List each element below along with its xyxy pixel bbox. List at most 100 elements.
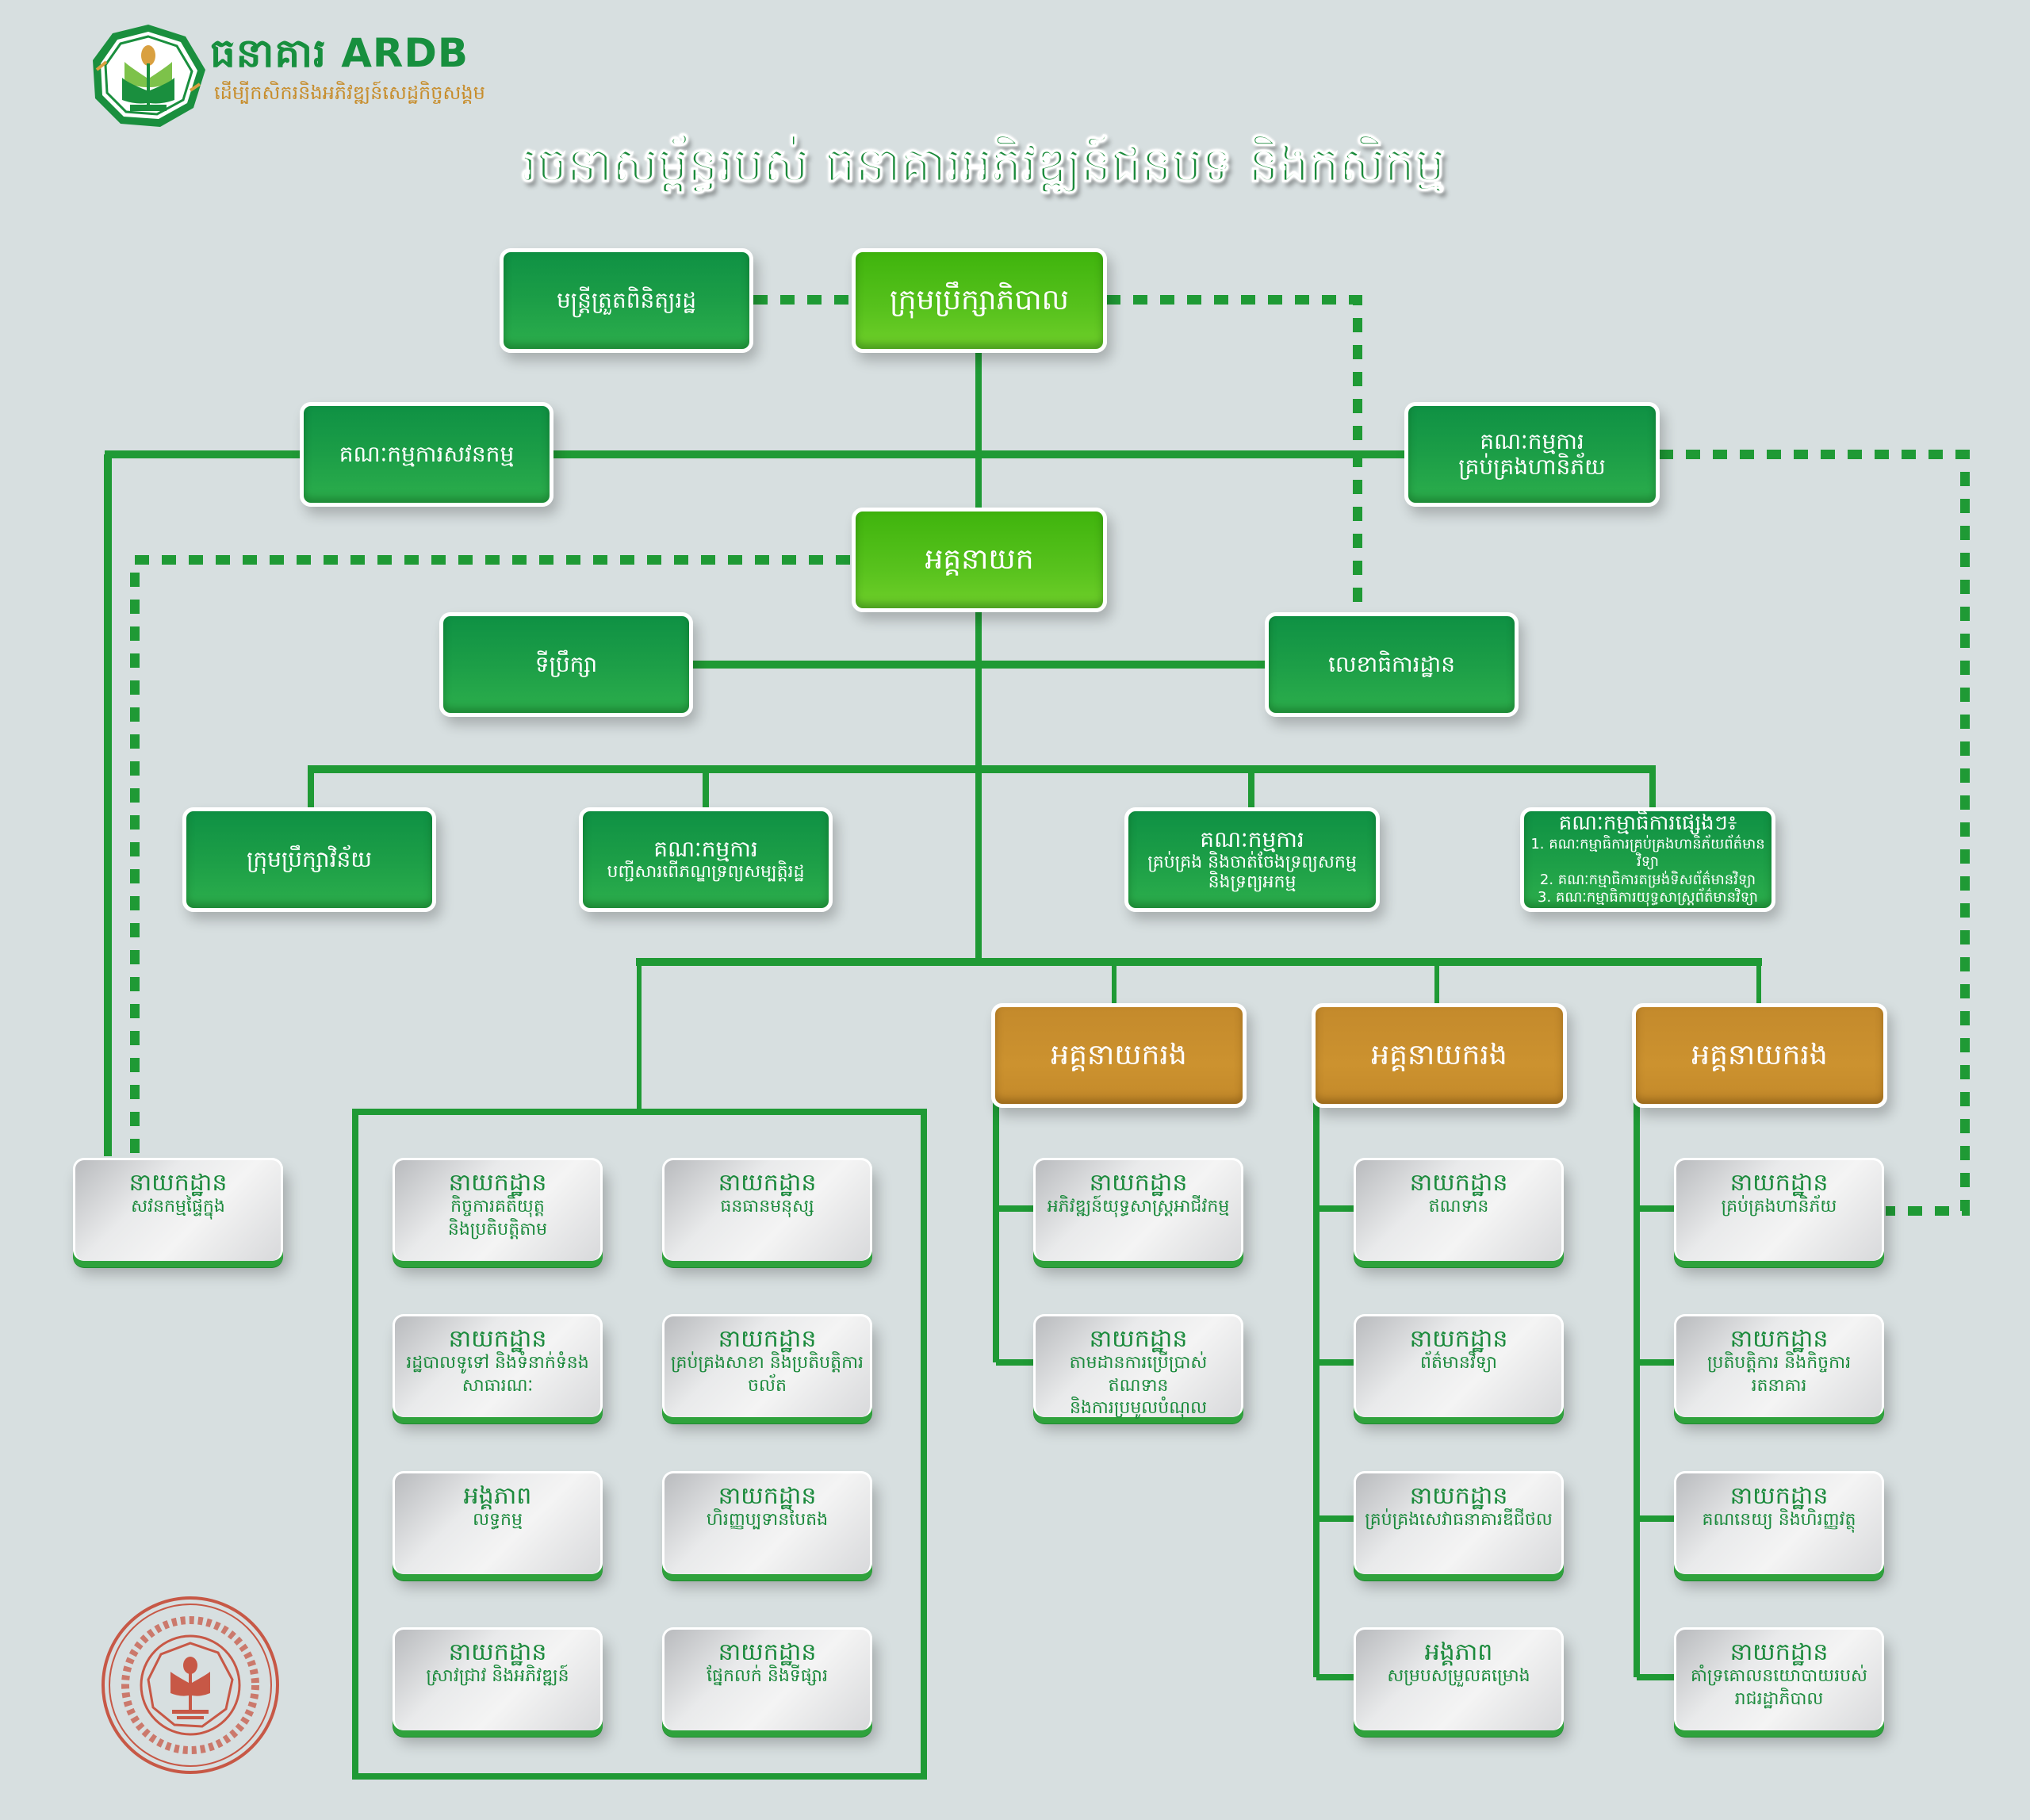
box-label-line2: បញ្ជីសារពើភណ្ឌទ្រព្យសម្បត្តិរដ្ឋ [607, 862, 805, 883]
dash-board-secretariat [1106, 295, 1362, 615]
dept-name: គណនេយ្យ និងហិរញ្ញវត្ថុ [1702, 1510, 1856, 1530]
department-digital-banking[interactable]: នាយកដ្ឋាន គ្រប់គ្រងសេវាធនាគារឌីជីថល [1354, 1471, 1564, 1574]
box-label-line2: គ្រប់គ្រងហានិភ័យ [1458, 454, 1606, 480]
department-accounting-finance[interactable]: នាយកដ្ឋាន គណនេយ្យ និងហិរញ្ញវត្ថុ [1674, 1471, 1884, 1574]
department-branch-mobile-operations[interactable]: នាយកដ្ឋាន គ្រប់គ្រងសាខា និងប្រតិបត្តិការ… [662, 1314, 872, 1417]
department-sales-marketing[interactable]: នាយកដ្ឋាន ផ្នែកលក់ និងទីផ្សារ [662, 1627, 872, 1730]
box-label-line1: គណៈកម្មការ [653, 836, 758, 863]
box-label: ក្រុមប្រឹក្សាភិបាល [890, 284, 1069, 317]
deputy-ceo-box-3[interactable]: អគ្គនាយករង [1632, 1003, 1887, 1108]
box-label: អគ្គនាយករង [1051, 1039, 1187, 1072]
dept-name: តាមដានការប្រើប្រាស់ឥណទាន [1069, 1353, 1208, 1396]
dept-type: នាយកដ្ឋាន [1729, 1325, 1829, 1353]
risk-committee-box[interactable]: គណៈកម្មការ គ្រប់គ្រងហានិភ័យ [1404, 402, 1660, 507]
department-risk-management[interactable]: នាយកដ្ឋាន គ្រប់គ្រងហានិភ័យ [1674, 1158, 1884, 1261]
brand-name: ធនាគារ ARDB [210, 30, 469, 76]
board-of-directors-box[interactable]: ក្រុមប្រឹក្សាភិបាល [852, 248, 1107, 353]
unit-project-coordination[interactable]: អង្គភាព សម្របសម្រួលគម្រោង [1354, 1627, 1564, 1730]
state-asset-inventory-committee-box[interactable]: គណៈកម្មការ បញ្ជីសារពើភណ្ឌទ្រព្យសម្បត្តិរ… [579, 807, 833, 912]
deputy-ceo-box-2[interactable]: អគ្គនាយករង [1312, 1003, 1567, 1108]
dept-type: នាយកដ្ឋាន [448, 1325, 547, 1353]
box-label-line1: គណៈកម្មការ [1480, 427, 1584, 454]
alm-committee-box[interactable]: គណៈកម្មការ គ្រប់គ្រង និងចាត់ចែងទ្រព្យសកម… [1124, 807, 1380, 912]
box-label-line1: គណៈកម្មាធិការផ្សេងៗ៖ [1558, 811, 1737, 836]
box-label-line1: គណៈកម្មការ [1200, 826, 1304, 853]
dept-name: ប្រតិបត្តិការ និងកិច្ចការ [1706, 1353, 1852, 1373]
dept-name: កិច្ចការគតិយុត្ត [450, 1197, 545, 1217]
dash-risk-committee-riskdept [1659, 450, 1970, 1216]
dept-name-2: សាធារណៈ [462, 1375, 534, 1396]
department-human-resources[interactable]: នាយកដ្ឋាន ធនធានមនុស្ស [662, 1158, 872, 1261]
dept-type: នាយកដ្ឋាន [448, 1169, 547, 1197]
secretariat-box[interactable]: លេខាធិការដ្ឋាន [1265, 612, 1519, 717]
ardb-logo-icon [93, 25, 205, 127]
department-admin-public-relations[interactable]: នាយកដ្ឋាន រដ្ឋបាលទូទៅ និងទំនាក់ទំនង សាធា… [393, 1314, 603, 1417]
dept-type: នាយកដ្ឋាន [1409, 1325, 1508, 1353]
dept-type: អង្គភាព [1424, 1638, 1493, 1666]
dept-name: គាំទ្រគោលនយោបាយរបស់ [1690, 1666, 1867, 1686]
box-label: អគ្គនាយករង [1371, 1039, 1507, 1072]
dept-type: នាយកដ្ឋាន [448, 1638, 547, 1666]
department-treasury-operations[interactable]: នាយកដ្ឋាន ប្រតិបត្តិការ និងកិច្ចការ រតនា… [1674, 1314, 1884, 1417]
box-label-line2: គ្រប់គ្រង និងចាត់ចែងទ្រព្យសកម្ម [1147, 852, 1357, 872]
advisors-box[interactable]: ទីប្រឹក្សា [439, 612, 693, 717]
other-committees-box[interactable]: គណៈកម្មាធិការផ្សេងៗ៖ 1. គណៈកម្មាធិការគ្រ… [1520, 807, 1775, 912]
dept-name: ហិរញ្ញប្បទានបៃតង [706, 1510, 829, 1530]
dept-name: គ្រប់គ្រងហានិភ័យ [1721, 1197, 1837, 1217]
dept-name: ព័ត៌មានវិទ្យា [1419, 1353, 1497, 1373]
department-research-development[interactable]: នាយកដ្ឋាន ស្រាវជ្រាវ និងអភិវឌ្ឍន៍ [393, 1627, 603, 1730]
unit-procurement[interactable]: អង្គភាព លទ្ធកម្ម [393, 1471, 603, 1574]
dept-name-2: រាជរដ្ឋាភិបាល [1734, 1688, 1824, 1709]
dept-type: នាយកដ្ឋាន [718, 1169, 817, 1197]
audit-committee-box[interactable]: គណៈកម្មការសវនកម្ម [300, 402, 553, 507]
box-label: ទីប្រឹក្សា [534, 650, 598, 677]
dash-ceo-internalaudit [130, 555, 850, 1156]
government-supervisor-box[interactable]: មន្ត្រីត្រួតពិនិត្យរដ្ឋ [500, 248, 753, 353]
department-green-finance[interactable]: នាយកដ្ឋាន ហិរញ្ញប្បទានបៃតង [662, 1471, 872, 1574]
dept-type: នាយកដ្ឋាន [718, 1482, 817, 1510]
official-seal-icon [102, 1596, 279, 1774]
dept-name: អភិវឌ្ឍន៍យុទ្ធសាស្ត្រអាជីវកម្ម [1047, 1197, 1230, 1217]
brand-tagline: ដើម្បីកសិករនិងអភិវឌ្ឍន៍សេដ្ឋកិច្ចសង្គម [214, 82, 485, 104]
dept-name: សម្របសម្រួលគម្រោង [1387, 1666, 1530, 1686]
dept-name-2: រតនាគារ [1751, 1375, 1807, 1396]
dept-type: នាយកដ្ឋាន [1089, 1169, 1188, 1197]
dept-type: នាយកដ្ឋាន [1729, 1169, 1829, 1197]
page-title: រចនាសម្ព័ន្ធរបស់ ធនាគារអភិវឌ្ឍន៍ជនបទ និង… [521, 137, 1446, 193]
dept-name: លទ្ធកម្ម [473, 1510, 523, 1530]
discipline-council-box[interactable]: ក្រុមប្រឹក្សាវិន័យ [182, 807, 436, 912]
department-loan-monitoring-collection[interactable]: នាយកដ្ឋាន តាមដានការប្រើប្រាស់ឥណទាន និងកា… [1033, 1314, 1243, 1418]
department-credit[interactable]: នាយកដ្ឋាន ឥណទាន [1354, 1158, 1564, 1261]
dept-name-2: និងប្រតិបត្តិតាម [447, 1219, 548, 1240]
dept-name: ធនធានមនុស្ស [720, 1197, 814, 1217]
internal-audit-department[interactable]: នាយកដ្ឋាន សវនកម្មផ្ទៃក្នុង [73, 1158, 283, 1261]
box-label: អគ្គនាយករង [1691, 1039, 1828, 1072]
ceo-box[interactable]: អគ្គនាយក [852, 508, 1107, 612]
department-legal-compliance[interactable]: នាយកដ្ឋាន កិច្ចការគតិយុត្ត និងប្រតិបត្តិ… [393, 1158, 603, 1261]
department-government-policy-support[interactable]: នាយកដ្ឋាន គាំទ្រគោលនយោបាយរបស់ រាជរដ្ឋាភិ… [1674, 1627, 1884, 1730]
deputy-ceo-box-1[interactable]: អគ្គនាយករង [991, 1003, 1247, 1108]
box-label: លេខាធិការដ្ឋាន [1328, 650, 1455, 677]
dept-type: អង្គភាព [463, 1482, 532, 1510]
dept-name: គ្រប់គ្រងសេវាធនាគារឌីជីថល [1365, 1510, 1553, 1530]
box-label-line3: និងទ្រព្យអកម្ម [1208, 872, 1297, 893]
dept-name: គ្រប់គ្រងសាខា និងប្រតិបត្តិការ [670, 1353, 864, 1373]
committee-item: 2. គណៈកម្មាធិការតម្រង់ទិសព័ត៌មានវិទ្យា [1539, 871, 1756, 888]
committee-item: 3. គណៈកម្មាធិការយុទ្ធសាស្ត្រព័ត៌មានវិទ្យ… [1538, 889, 1758, 906]
department-business-strategy[interactable]: នាយកដ្ឋាន អភិវឌ្ឍន៍យុទ្ធសាស្ត្រអាជីវកម្ម [1033, 1158, 1243, 1261]
dept-name: ស្រាវជ្រាវ និងអភិវឌ្ឍន៍ [426, 1666, 569, 1686]
dept-type: នាយកដ្ឋាន [128, 1169, 228, 1197]
dept-type: នាយកដ្ឋាន [1409, 1482, 1508, 1510]
committee-item: 1. គណៈកម្មាធិការគ្រប់គ្រងហានិភ័យព័ត៌មានវ… [1530, 835, 1765, 871]
department-it[interactable]: នាយកដ្ឋាន ព័ត៌មានវិទ្យា [1354, 1314, 1564, 1417]
dept-type: នាយកដ្ឋាន [718, 1638, 817, 1666]
box-label: មន្ត្រីត្រួតពិនិត្យរដ្ឋ [556, 286, 697, 313]
dept-type: នាយកដ្ឋាន [1729, 1638, 1829, 1666]
dept-name-2: ចល័ត [748, 1375, 787, 1396]
box-label: ក្រុមប្រឹក្សាវិន័យ [247, 845, 372, 872]
dept-type: នាយកដ្ឋាន [718, 1325, 817, 1353]
dept-type: នាយកដ្ឋាន [1089, 1325, 1188, 1353]
dept-name: រដ្ឋបាលទូទៅ និងទំនាក់ទំនង [406, 1353, 589, 1373]
